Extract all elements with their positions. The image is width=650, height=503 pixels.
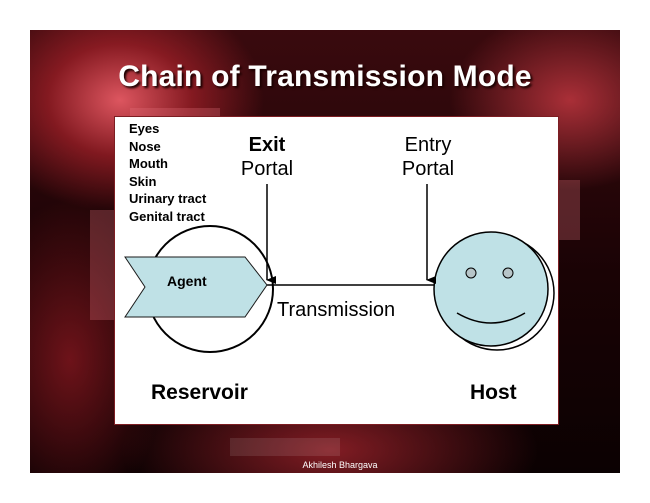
exit-portal-label: Exit Portal <box>225 133 309 181</box>
transmission-diagram: Eyes Nose Mouth Skin Urinary tract Genit… <box>114 116 559 425</box>
site-item: Urinary tract <box>129 191 207 206</box>
host-right-eye <box>502 267 514 279</box>
transmission-label: Transmission <box>277 299 396 321</box>
host-smile <box>456 312 526 324</box>
entry-portal-line2: Portal <box>401 158 455 180</box>
entry-portal-label: Entry Portal <box>383 133 473 181</box>
host-left-eye <box>465 267 477 279</box>
agent-arrow <box>124 256 268 318</box>
diagram-graphics <box>124 184 555 353</box>
site-item: Skin <box>129 173 157 189</box>
slide-title: Chain of Transmission Mode <box>118 60 532 93</box>
background-glow <box>230 438 340 456</box>
exit-portal-line1: Exit <box>248 134 286 156</box>
reservoir-label: Reservoir <box>151 381 248 404</box>
footer-author: Akhilesh Bhargava <box>302 460 378 470</box>
host-face <box>433 231 549 347</box>
site-item: Nose <box>129 138 161 154</box>
site-item: Eyes <box>129 121 160 136</box>
site-item: Genital tract <box>129 208 205 224</box>
host-label: Host <box>470 381 517 404</box>
exit-portal-line2: Portal <box>240 158 294 180</box>
site-item: Mouth <box>129 156 168 171</box>
agent-label: Agent <box>167 273 207 289</box>
entry-portal-line1: Entry <box>404 134 452 156</box>
exit-sites-list: Eyes Nose Mouth Skin Urinary tract Genit… <box>129 120 206 225</box>
